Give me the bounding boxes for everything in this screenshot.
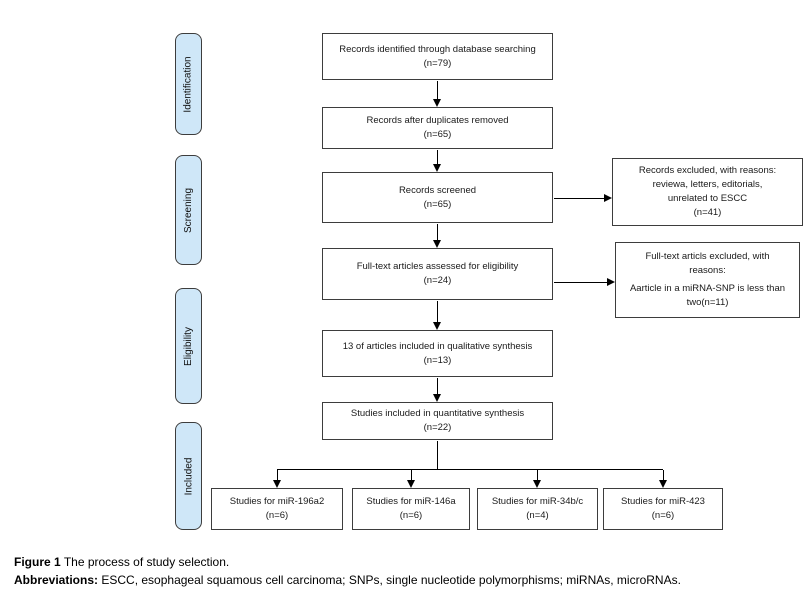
- flow-box-fulltext-assessed: Full-text articles assessed for eligibil…: [322, 248, 553, 300]
- connector-identified-to-duplicates: [437, 81, 438, 101]
- exclusion-records-line4: (n=41): [693, 206, 722, 218]
- flow-box-records-screened-text: Records screened: [398, 184, 477, 196]
- figure-abbreviations-label: Abbreviations:: [14, 573, 99, 587]
- connector-screened-to-fulltext: [437, 224, 438, 242]
- flow-box-qualitative-synthesis-count: (n=13): [423, 354, 452, 366]
- arrowhead-split-to-mir146a: [407, 480, 415, 488]
- outcome-mir423-count: (n=6): [651, 510, 675, 521]
- flow-box-records-identified-text: Records identified through database sear…: [339, 43, 536, 55]
- arrowhead-fulltext-to-excluded: [607, 278, 615, 286]
- figure-abbreviations-line: Abbreviations: ESCC, esophageal squamous…: [14, 571, 681, 589]
- connector-split-to-mir196a2: [277, 470, 278, 481]
- stage-eligibility-label: Eligibility: [183, 326, 194, 366]
- arrowhead-identified-to-duplicates: [433, 99, 441, 107]
- flow-box-fulltext-assessed-count: (n=24): [423, 275, 452, 286]
- outcome-mir196a2-text: Studies for miR-196a2: [229, 496, 325, 508]
- stage-included: Included: [175, 422, 202, 530]
- figure-abbreviations-text: ESCC, esophageal squamous cell carcinoma…: [101, 573, 681, 587]
- flow-box-quantitative-synthesis-text: Studies included in quantitative synthes…: [350, 408, 525, 420]
- connector-split-to-mir34bc: [537, 470, 538, 481]
- arrowhead-screened-to-fulltext: [433, 240, 441, 248]
- outcome-mir146a-count: (n=6): [399, 510, 423, 521]
- flow-box-duplicates-removed-count: (n=65): [423, 129, 452, 140]
- flow-box-duplicates-removed-text: Records after duplicates removed: [366, 115, 509, 127]
- stage-screening-label: Screening: [183, 187, 194, 233]
- arrowhead-qualitative-to-quantitative: [433, 394, 441, 402]
- outcome-box-mir146a: Studies for miR-146a (n=6): [352, 488, 470, 530]
- stage-eligibility: Eligibility: [175, 288, 202, 404]
- arrowhead-split-to-mir423: [659, 480, 667, 488]
- flow-box-fulltext-assessed-text: Full-text articles assessed for eligibil…: [356, 261, 519, 273]
- flow-box-qualitative-synthesis: 13 of articles included in qualitative s…: [322, 330, 553, 377]
- outcome-mir196a2-count: (n=6): [265, 510, 289, 521]
- connector-qualitative-to-quantitative: [437, 378, 438, 396]
- exclusion-box-fulltext-excluded: Full-text articls excluded, with reasons…: [615, 242, 800, 318]
- connector-split-horizontal: [277, 469, 663, 470]
- exclusion-records-line3: unrelated to ESCC: [667, 193, 748, 204]
- figure-caption-text: The process of study selection.: [63, 555, 230, 569]
- outcome-mir34bc-text: Studies for miR-34b/c: [491, 496, 584, 508]
- flow-box-duplicates-removed: Records after duplicates removed (n=65): [322, 107, 553, 149]
- outcome-mir146a-text: Studies for miR-146a: [366, 496, 456, 508]
- arrowhead-screened-to-excluded: [604, 194, 612, 202]
- connector-screened-to-excluded: [554, 198, 605, 199]
- flow-box-records-screened-count: (n=65): [423, 198, 452, 210]
- arrowhead-split-to-mir196a2: [273, 480, 281, 488]
- exclusion-records-line2: reviewa, letters, editorials,: [652, 179, 763, 191]
- stage-screening: Screening: [175, 155, 202, 265]
- outcome-mir34bc-count: (n=4): [526, 510, 549, 521]
- outcome-box-mir34bc: Studies for miR-34b/c (n=4): [477, 488, 598, 530]
- figure-caption: Figure 1 The process of study selection.…: [14, 553, 681, 589]
- exclusion-box-records-excluded: Records excluded, with reasons: reviewa,…: [612, 158, 803, 226]
- exclusion-records-line1: Records excluded, with reasons:: [638, 165, 777, 177]
- connector-split-to-mir146a: [411, 470, 412, 481]
- outcome-box-mir423: Studies for miR-423 (n=6): [603, 488, 723, 530]
- outcome-box-mir196a2: Studies for miR-196a2 (n=6): [211, 488, 343, 530]
- figure-caption-label: Figure 1: [14, 555, 61, 569]
- connector-split-to-mir423: [663, 470, 664, 481]
- stage-identification-label: Identification: [183, 55, 194, 113]
- connector-quantitative-to-split: [437, 441, 438, 470]
- flow-box-records-identified: Records identified through database sear…: [322, 33, 553, 80]
- connector-duplicates-to-screened: [437, 150, 438, 166]
- outcome-mir423-text: Studies for miR-423: [621, 496, 705, 508]
- stage-identification: Identification: [175, 33, 202, 135]
- flow-box-records-identified-count: (n=79): [423, 57, 452, 69]
- flow-box-quantitative-synthesis: Studies included in quantitative synthes…: [322, 402, 553, 440]
- exclusion-fulltext-para1: Full-text articls excluded, with reasons…: [645, 251, 770, 277]
- arrowhead-fulltext-to-qualitative: [433, 322, 441, 330]
- arrowhead-duplicates-to-screened: [433, 164, 441, 172]
- connector-fulltext-to-excluded: [554, 282, 608, 283]
- flow-box-records-screened: Records screened (n=65): [322, 172, 553, 223]
- flow-box-quantitative-synthesis-count: (n=22): [423, 422, 452, 433]
- arrowhead-split-to-mir34bc: [533, 480, 541, 488]
- connector-fulltext-to-qualitative: [437, 301, 438, 324]
- stage-included-label: Included: [183, 457, 194, 495]
- figure-caption-line: Figure 1 The process of study selection.: [14, 553, 681, 571]
- exclusion-fulltext-para2: Aarticle in a miRNA-SNP is less than two…: [629, 283, 786, 308]
- flow-box-qualitative-synthesis-text: 13 of articles included in qualitative s…: [342, 340, 533, 352]
